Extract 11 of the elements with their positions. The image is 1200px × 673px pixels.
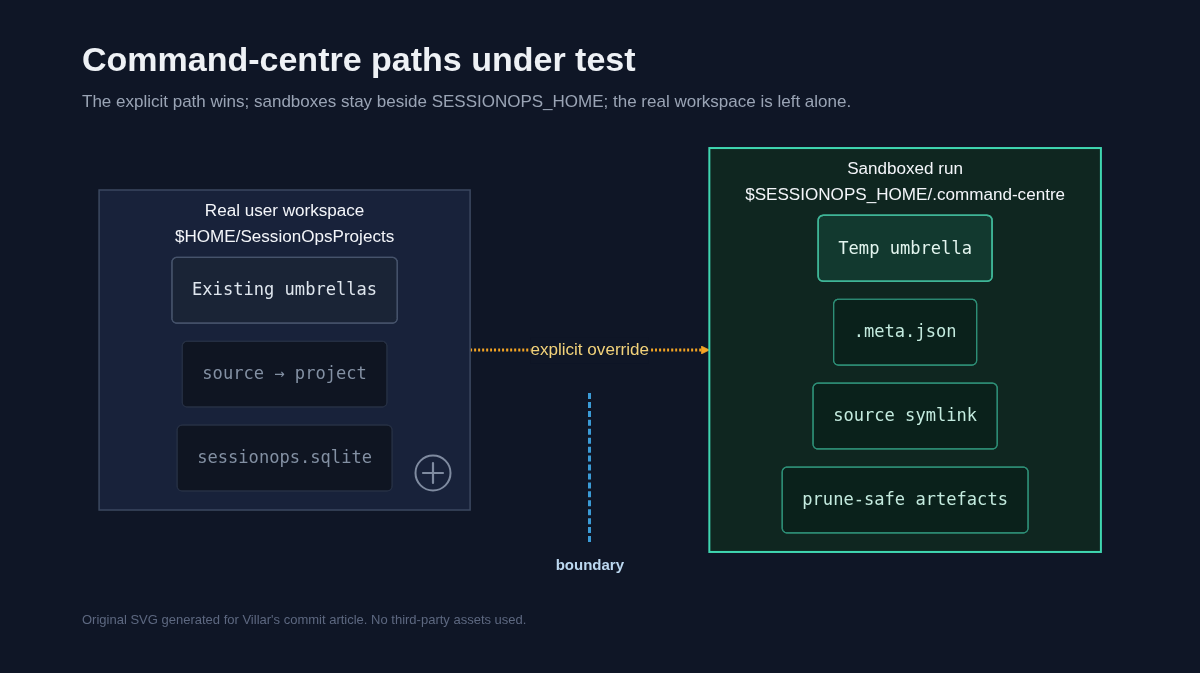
process-box: prune-safe artefacts — [781, 466, 1029, 534]
process-box: sessionops.sqlite — [176, 424, 393, 492]
boundary-label: boundary — [555, 555, 625, 573]
footer-note: Original SVG generated for Villar's commit article. No third-party assets used. — [82, 612, 527, 627]
process-box: source → project — [181, 340, 388, 408]
process-box: Temp umbrella — [817, 214, 993, 282]
process-box: .meta.json — [833, 298, 978, 366]
subtitle: The explicit path wins; sandboxes stay beside SESSIONOPS_HOME; the real workspace is left alone. — [82, 92, 852, 112]
process-box: source symlink — [812, 382, 998, 450]
diagram-title: Command-centre paths under test — [82, 40, 636, 79]
process-box: Existing umbrellas — [171, 256, 398, 324]
